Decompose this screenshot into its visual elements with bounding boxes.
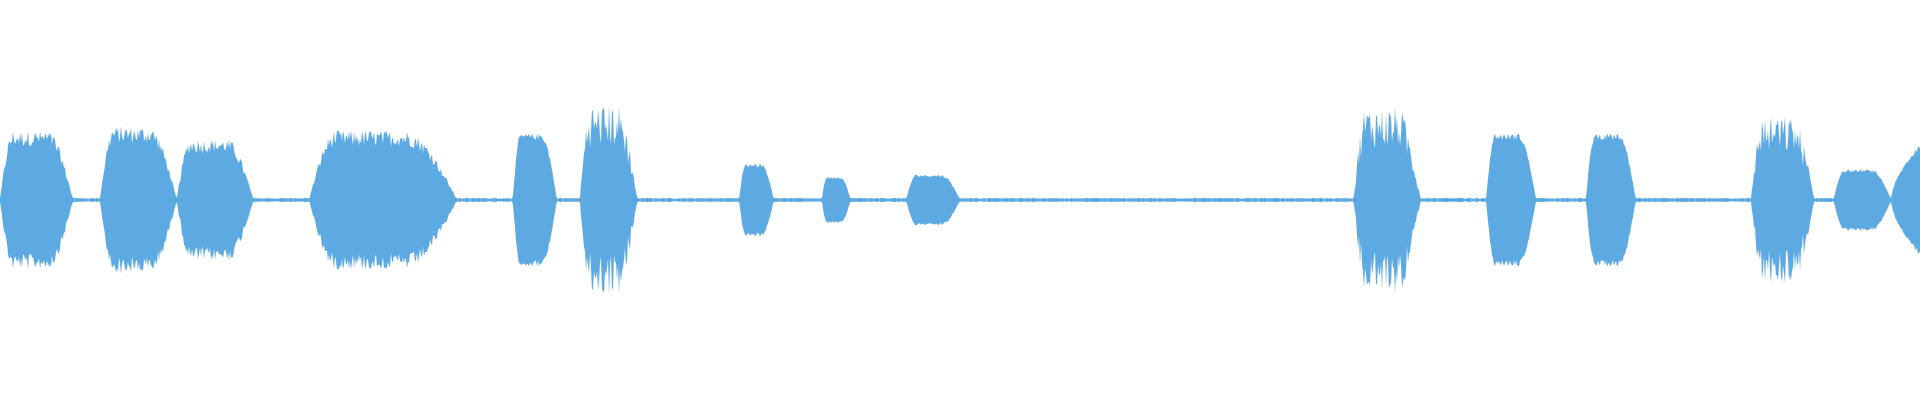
waveform-bars <box>0 105 1920 295</box>
